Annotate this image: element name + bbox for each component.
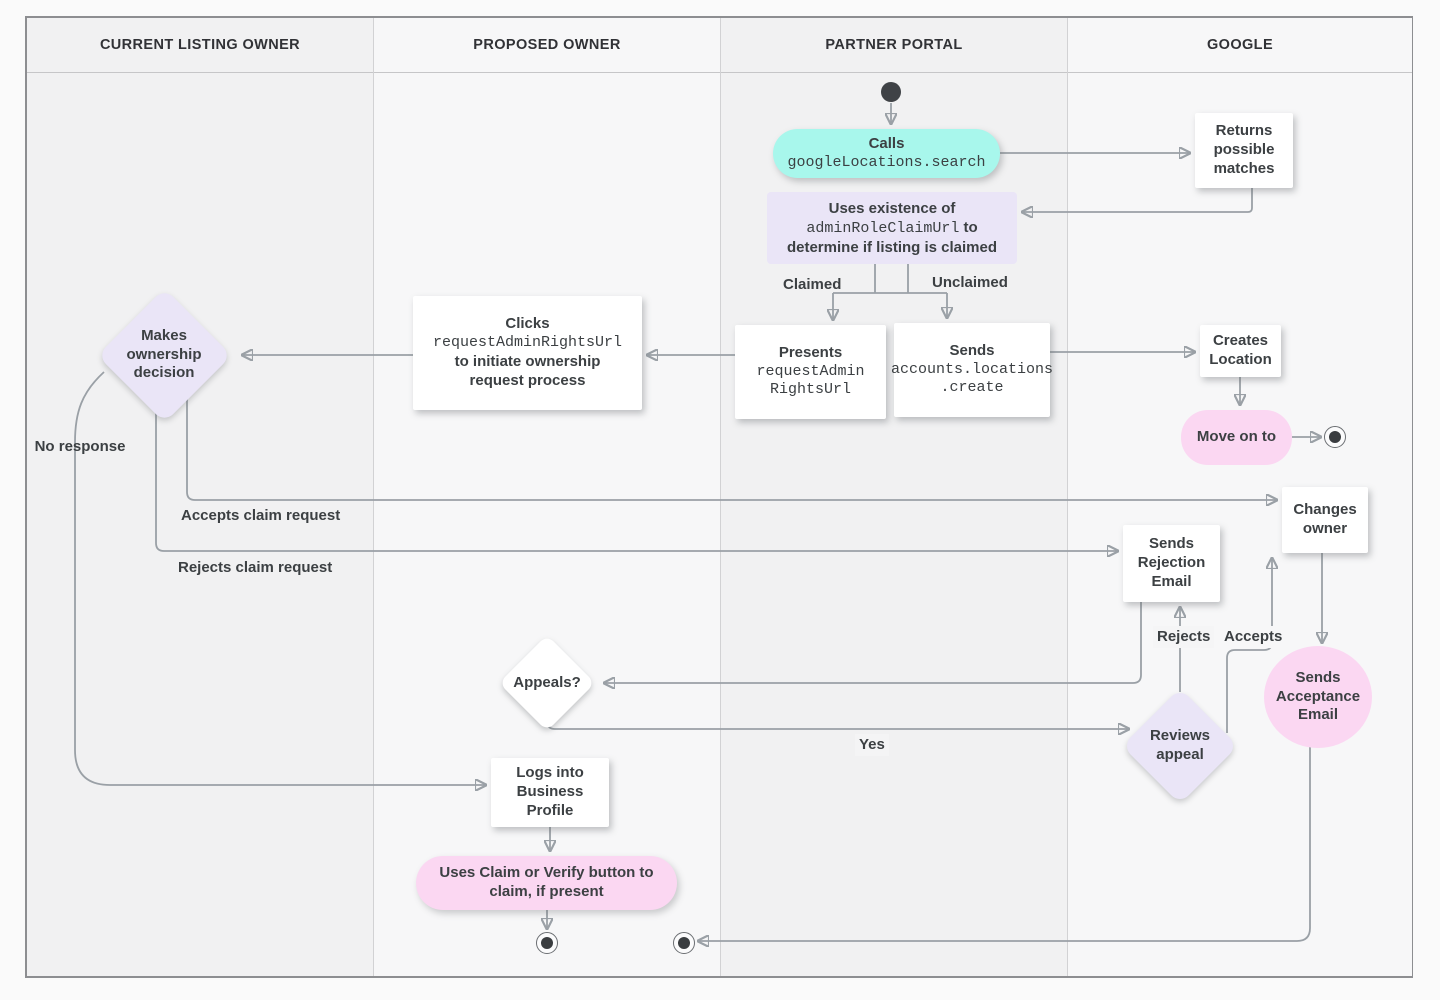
presents-request-admin-rights-url-node: Presents requestAdmin RightsUrl xyxy=(735,325,886,419)
reviews-appeal-diamond: Reviews appeal xyxy=(1122,688,1238,804)
sends-accounts-locations-create-node: Sends accounts.locations .create xyxy=(890,323,1054,417)
edge-label-accepts: Accepts xyxy=(1220,626,1287,648)
logs-into-business-profile-node: Logs into Business Profile xyxy=(491,758,609,827)
appeals-diamond: Appeals? xyxy=(498,634,596,732)
node-label: Uses existence of xyxy=(828,200,956,217)
start-node xyxy=(881,82,901,102)
lane-proposed-owner: PROPOSED OWNER xyxy=(373,18,720,976)
node-label: Calls xyxy=(868,134,905,152)
move-on-to-node: Move on to xyxy=(1181,410,1292,465)
edge-label-accepts-claim-request: Accepts claim request xyxy=(181,507,341,524)
lane-header-partner-portal: PARTNER PORTAL xyxy=(721,18,1067,73)
edge-label-yes: Yes xyxy=(855,734,889,756)
sends-acceptance-email-node: Sends Acceptance Email xyxy=(1264,646,1372,748)
node-label: Sends Rejection Email xyxy=(1137,535,1206,590)
node-label: Sends Acceptance Email xyxy=(1275,668,1361,724)
edge-label-no-response: No response xyxy=(34,438,126,455)
end-node-dot xyxy=(1329,431,1341,443)
calls-google-locations-search-node: Calls googleLocations.search xyxy=(773,129,1000,178)
lane-header-proposed-owner: PROPOSED OWNER xyxy=(374,18,720,73)
node-label: Makes ownership decision xyxy=(126,326,202,382)
clicks-request-admin-rights-url-node: Clicks requestAdminRightsUrl to initiate… xyxy=(413,296,642,410)
node-label: Changes owner xyxy=(1293,501,1357,537)
node-label: to initiate ownership request process xyxy=(454,353,601,389)
node-code: RightsUrl xyxy=(769,381,851,399)
node-code: .create xyxy=(940,379,1004,397)
uses-claim-or-verify-node: Uses Claim or Verify button to claim, if… xyxy=(416,856,677,910)
returns-possible-matches-node: Returns possible matches xyxy=(1195,113,1293,188)
end-node-dot xyxy=(678,937,690,949)
edge-label-rejects-claim-request: Rejects claim request xyxy=(178,559,333,576)
lane-current-listing-owner: CURRENT LISTING OWNER xyxy=(27,18,373,976)
node-label: Logs into Business Profile xyxy=(516,764,584,819)
node-label: Presents xyxy=(778,343,843,361)
node-label: Uses Claim or Verify button to claim, if… xyxy=(439,864,654,900)
node-label: Returns possible matches xyxy=(1213,122,1275,177)
edge-label-rejects: Rejects xyxy=(1153,626,1215,648)
changes-owner-node: Changes owner xyxy=(1282,487,1368,553)
creates-location-node: Creates Location xyxy=(1200,325,1281,377)
node-code: accounts.locations xyxy=(890,360,1054,378)
edge-label-unclaimed: Unclaimed xyxy=(932,274,1008,291)
end-node-dot xyxy=(541,937,553,949)
node-label: Clicks xyxy=(505,315,550,333)
makes-ownership-decision-diamond: Makes ownership decision xyxy=(96,287,232,423)
end-node-partner-portal xyxy=(673,932,695,954)
lane-header-google: GOOGLE xyxy=(1068,18,1412,73)
node-label: Appeals? xyxy=(513,673,581,691)
sends-rejection-email-node: Sends Rejection Email xyxy=(1123,525,1220,602)
node-label: Reviews appeal xyxy=(1149,727,1211,763)
node-label: Sends xyxy=(949,341,995,359)
claim-check-node: Uses existence of adminRoleClaimUrl to d… xyxy=(767,192,1017,264)
end-node-google xyxy=(1324,426,1346,448)
node-code: googleLocations.search xyxy=(787,153,986,171)
end-node-proposed-owner xyxy=(536,932,558,954)
node-label: Creates Location xyxy=(1209,332,1272,368)
node-label: to determine if listing is claimed xyxy=(786,218,998,256)
node-code: adminRoleClaimUrl xyxy=(806,219,960,237)
node-code: requestAdminRightsUrl xyxy=(432,334,623,352)
node-code: requestAdmin xyxy=(756,362,865,380)
node-label: Move on to xyxy=(1196,428,1277,446)
lane-header-current-listing-owner: CURRENT LISTING OWNER xyxy=(27,18,373,73)
edge-label-claimed: Claimed xyxy=(783,276,842,293)
